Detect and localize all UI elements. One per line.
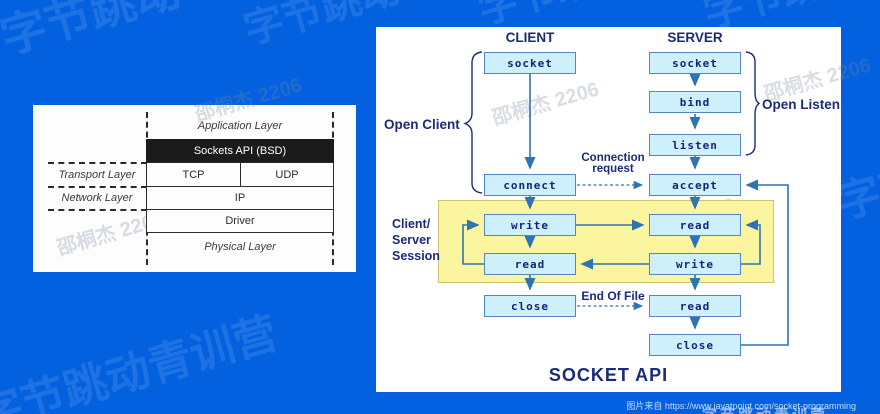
server-read2-box: read xyxy=(649,295,741,317)
watermark-brand-bottomleft: 字节跳动青训营 xyxy=(0,308,283,414)
tcp-cell: TCP xyxy=(146,162,241,187)
open-listen-label: Open Listen xyxy=(762,97,841,112)
sockets-api-bar: Sockets API (BSD) xyxy=(146,139,334,163)
diagram-title: SOCKET API xyxy=(548,365,669,385)
server-write-box: write xyxy=(649,253,741,275)
open-client-brace xyxy=(462,51,483,194)
udp-cell: UDP xyxy=(240,162,334,187)
client-write-box: write xyxy=(484,214,576,236)
table-dashed-h3 xyxy=(48,209,147,211)
client-read-box: read xyxy=(484,253,576,275)
connection-request-line2: request xyxy=(592,163,634,175)
socket-api-panel: 邵桐杰 2206 邵桐杰 2206 邵桐杰 2206 xyxy=(376,27,874,392)
arrow-close-to-accept-loop xyxy=(741,179,789,346)
open-listen-brace xyxy=(745,51,761,156)
connection-request-label: Connection request xyxy=(568,152,658,175)
watermark-brand-topleft: 字节跳动 xyxy=(0,0,186,64)
session-label-line3: Session xyxy=(392,249,440,263)
session-label-line1: Client/ xyxy=(392,217,431,231)
driver-cell: Driver xyxy=(146,209,334,233)
transport-layer-label: Transport Layer xyxy=(58,168,136,181)
connection-request-line1: Connection xyxy=(581,152,645,164)
ip-cell: IP xyxy=(146,186,334,210)
server-column-header: SERVER xyxy=(667,30,723,45)
server-listen-box: listen xyxy=(649,134,741,156)
client-socket-box: socket xyxy=(484,52,576,74)
client-close-box: close xyxy=(484,295,576,317)
client-connect-box: connect xyxy=(484,174,576,196)
application-layer-label: Application Layer xyxy=(197,119,283,132)
network-layer-label: Network Layer xyxy=(61,192,133,204)
physical-layer-label: Physical Layer xyxy=(204,241,276,253)
flow-arrows xyxy=(462,51,789,346)
arrow-server-loop xyxy=(741,219,761,265)
session-label: Client/ Server Session xyxy=(392,216,440,264)
server-accept-box: accept xyxy=(649,174,741,196)
server-bind-box: bind xyxy=(649,91,741,113)
server-read-box: read xyxy=(649,214,741,236)
protocol-stack-panel: 邵桐杰 2206 邵桐杰 2206 Application Layer Sock… xyxy=(33,74,356,272)
table-dashed-h2 xyxy=(48,186,147,188)
table-dashed-h1 xyxy=(48,162,147,164)
attribution-text: 图片来自 https://www.javatpoint.com/socket-p… xyxy=(626,401,856,411)
end-of-file-label: End Of File xyxy=(581,289,645,303)
server-socket-box: socket xyxy=(649,52,741,74)
arrow-client-loop xyxy=(462,219,484,265)
session-label-line2: Server xyxy=(392,233,431,247)
open-client-label: Open Client xyxy=(384,117,460,132)
server-close-box: close xyxy=(649,334,741,356)
client-column-header: CLIENT xyxy=(505,30,555,45)
